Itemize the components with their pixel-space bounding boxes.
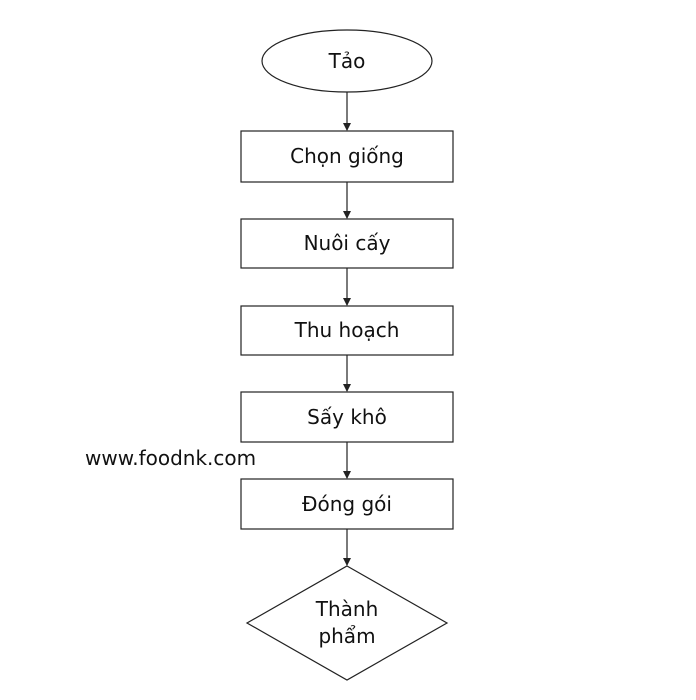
product-node-label-line1: Thành <box>315 597 379 621</box>
harvest-node <box>240 305 454 356</box>
dry-node-label: Sấy khô <box>307 405 387 429</box>
harvest-node-label: Thu hoạch <box>294 318 400 342</box>
product-node <box>245 565 449 681</box>
product-node-label-line2: phẩm <box>318 624 375 648</box>
dry-node <box>240 391 454 443</box>
culture-node <box>240 218 454 269</box>
start-node <box>261 29 433 93</box>
select-node <box>240 130 454 183</box>
pack-node-label: Đóng gói <box>302 492 392 516</box>
pack-node <box>240 478 454 530</box>
start-node-label: Tảo <box>328 49 366 73</box>
watermark-text: www.foodnk.com <box>85 446 257 470</box>
select-node-label: Chọn giống <box>290 144 404 168</box>
culture-node-label: Nuôi cấy <box>304 231 391 255</box>
